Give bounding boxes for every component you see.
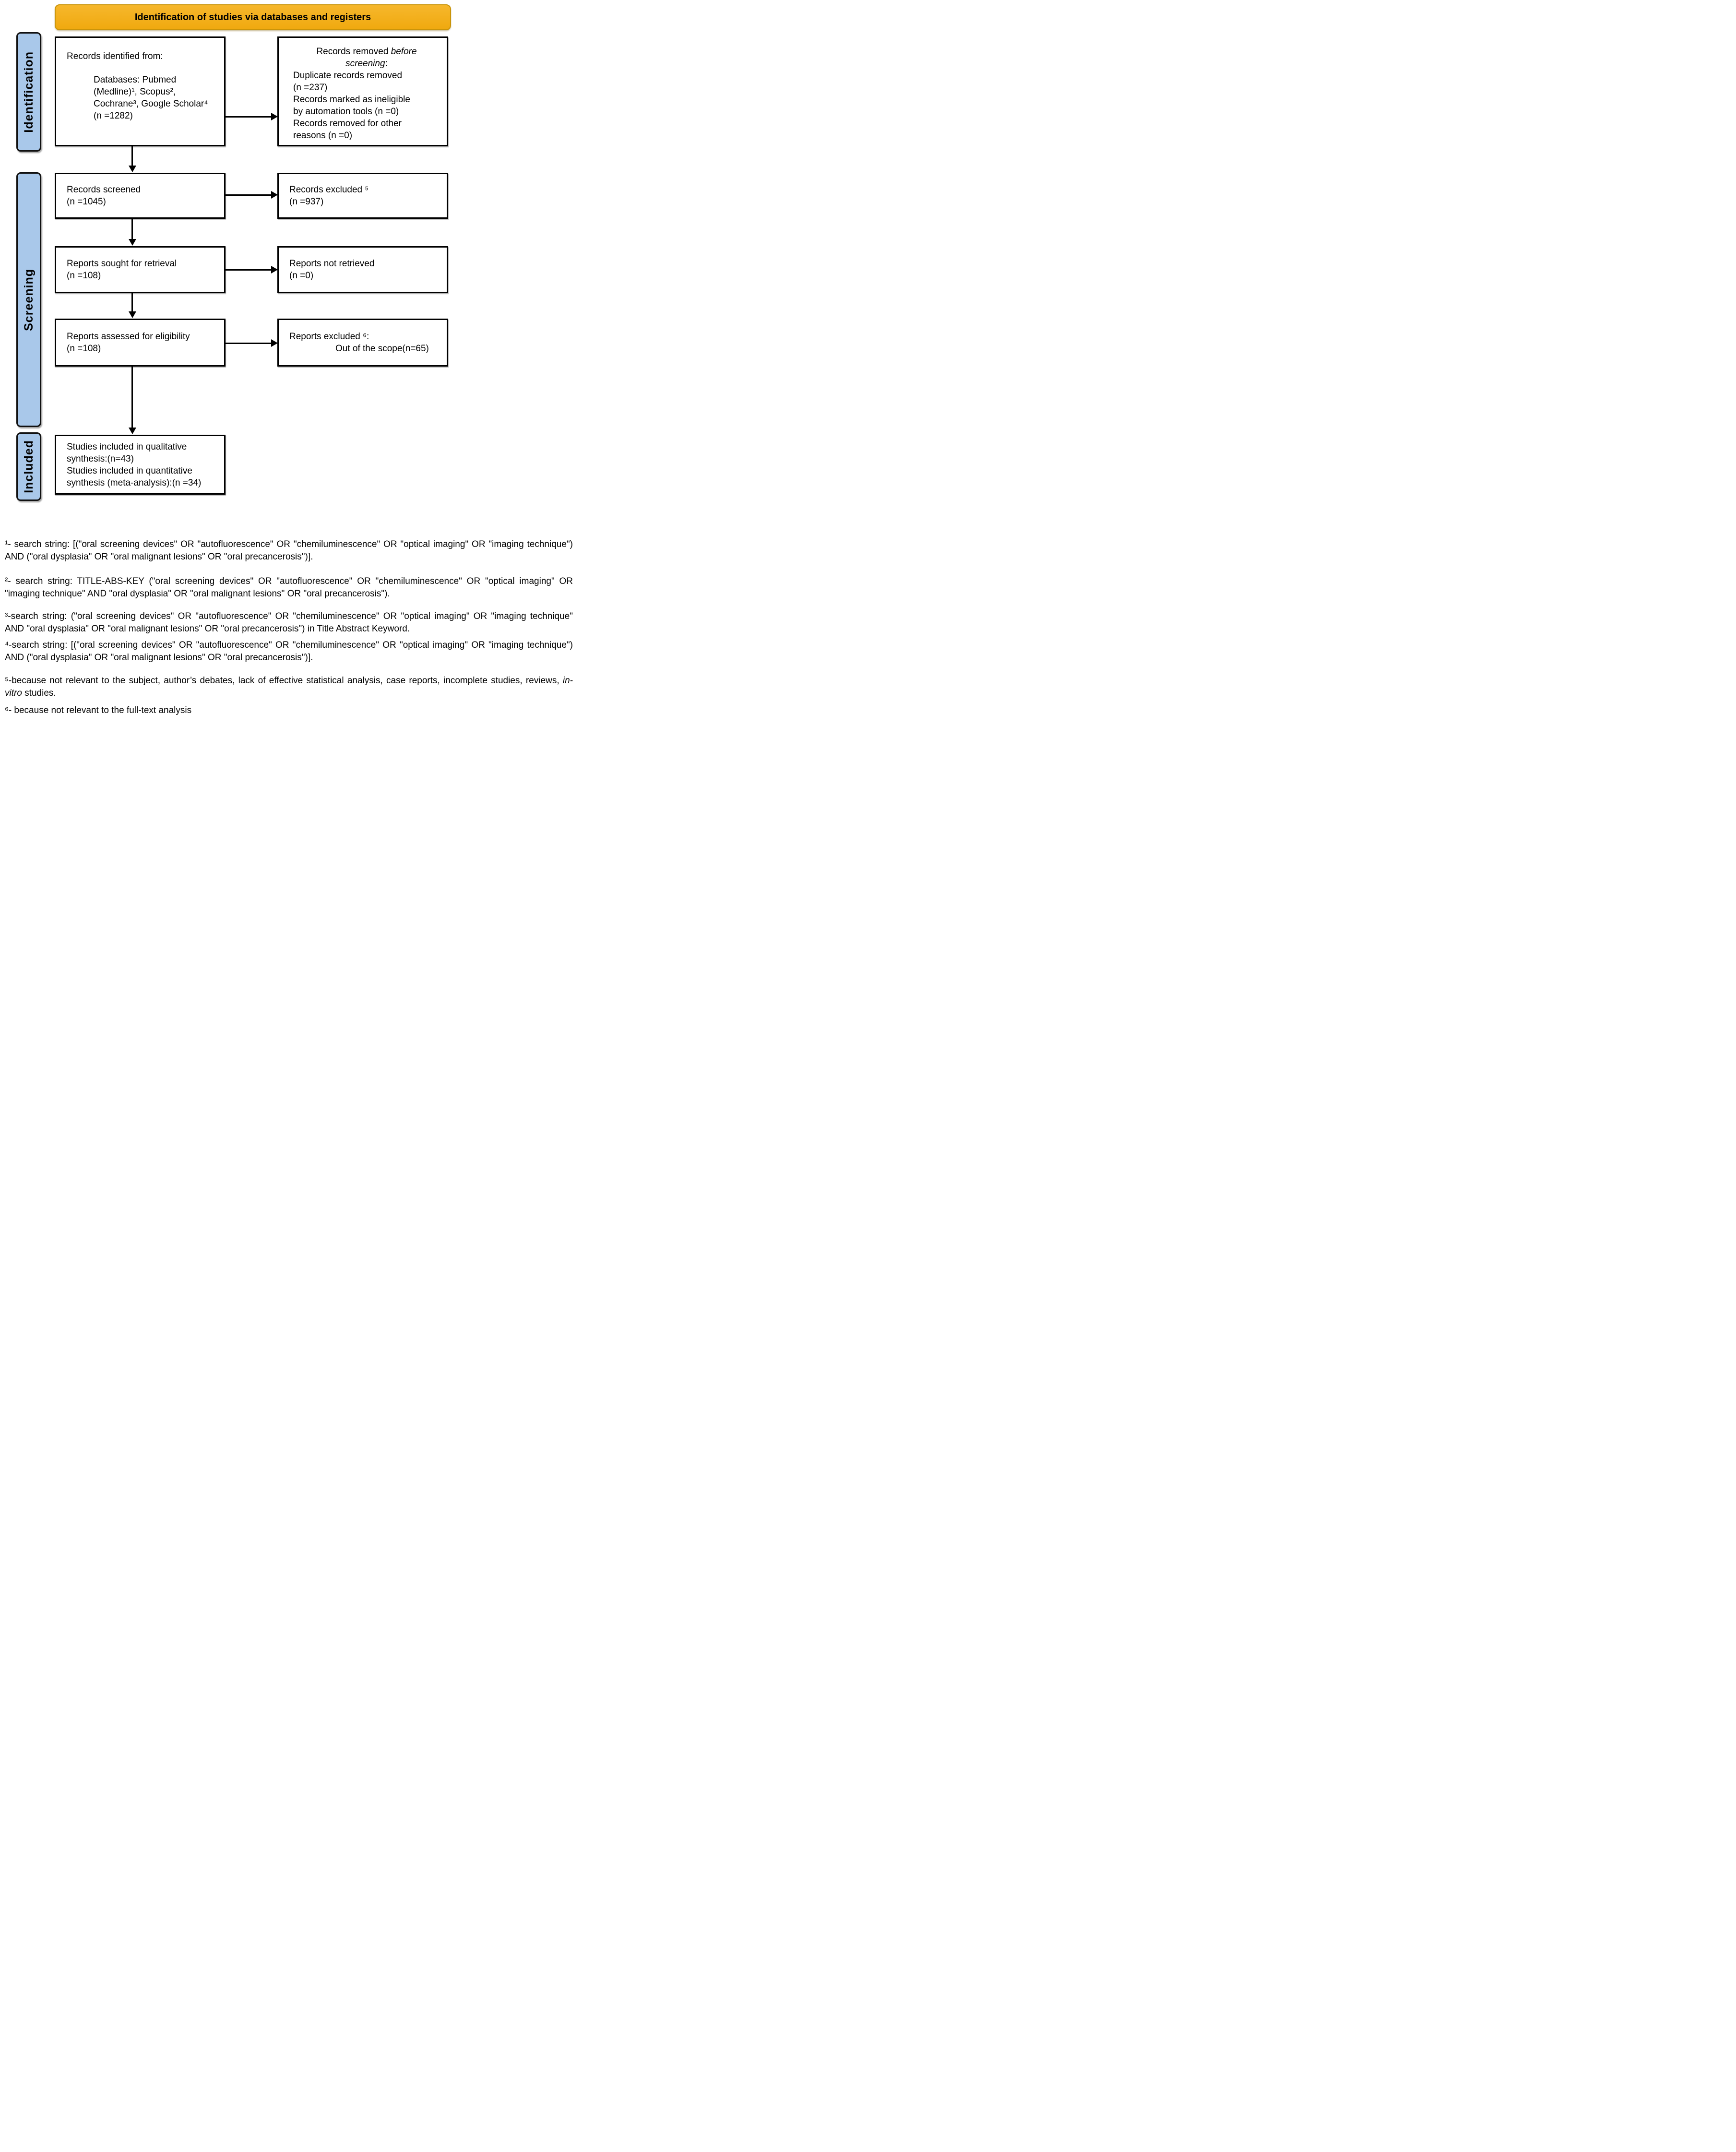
stage-label-included: Included xyxy=(16,432,41,501)
records-removed-heading-line1: Records removed before xyxy=(293,46,440,58)
stage-label-identification-text: Identification xyxy=(22,51,36,133)
box-reports-sought: Reports sought for retrieval (n =108) xyxy=(55,246,226,293)
arrow-line xyxy=(226,194,272,196)
footnote-5-pre: ⁵-because not relevant to the subject, a… xyxy=(5,676,563,686)
reports-not-retrieved-line: Reports not retrieved xyxy=(289,259,375,269)
detail-line: (n =1282) xyxy=(94,111,133,121)
reports-sought-line: Reports sought for retrieval xyxy=(67,259,177,269)
arrow-line xyxy=(226,116,272,118)
arrow-line xyxy=(226,343,272,344)
arrowhead-right-icon xyxy=(271,191,278,199)
footnote-4: ⁴-search string: [("oral screening devic… xyxy=(5,640,573,663)
reports-excluded-reason: Out of the scope(n=65) xyxy=(335,344,429,354)
title-banner-label: Identification of studies via databases … xyxy=(134,12,371,23)
arrowhead-right-icon xyxy=(271,339,278,347)
arrowhead-right-icon xyxy=(271,266,278,273)
detail-line: (Medline)¹, Scopus², xyxy=(94,87,176,97)
records-removed-line: Records removed for other xyxy=(293,119,402,129)
footnote-2: ²- search string: TITLE-ABS-KEY ("oral s… xyxy=(5,576,573,599)
detail-line: Cochrane³, Google Scholar⁴ xyxy=(94,99,208,109)
footnote-5-italic: in-vitro xyxy=(5,676,573,698)
records-removed-heading-line2: screening: xyxy=(293,58,440,70)
records-identified-heading: Records identified from: xyxy=(67,51,163,61)
footnote-5-post: studies. xyxy=(22,688,56,698)
reports-excluded-line: Reports excluded ⁶: xyxy=(289,332,369,342)
studies-included-line: synthesis (meta-analysis):(n =34) xyxy=(67,477,202,488)
footnote-6: ⁶- because not relevant to the full-text… xyxy=(5,705,192,715)
records-excluded-line: Records excluded ⁵ xyxy=(289,185,369,195)
reports-assessed-line: Reports assessed for eligibility xyxy=(67,332,190,342)
arrow-line xyxy=(131,146,133,166)
footnote-3: ³-search string: ("oral screening device… xyxy=(5,611,573,634)
reports-not-retrieved-count: (n =0) xyxy=(289,271,314,281)
box-records-screened: Records screened (n =1045) xyxy=(55,173,226,219)
box-records-identified: Records identified from: Databases: Pubm… xyxy=(55,36,226,146)
box-reports-excluded: Reports excluded ⁶: Out of the scope(n=6… xyxy=(277,319,448,367)
stage-label-screening: Screening xyxy=(16,172,41,427)
reports-assessed-count: (n =108) xyxy=(67,344,101,354)
title-banner: Identification of studies via databases … xyxy=(55,4,451,30)
records-identified-detail: Databases: Pubmed (Medline)¹, Scopus², C… xyxy=(94,74,218,122)
arrowhead-right-icon xyxy=(271,113,278,120)
arrowhead-down-icon xyxy=(129,428,136,434)
arrowhead-down-icon xyxy=(129,311,136,318)
records-removed-heading-italic: before xyxy=(391,47,417,57)
detail-line: Databases: Pubmed xyxy=(94,75,177,85)
records-removed-heading-italic2: screening xyxy=(345,59,385,69)
box-records-removed: Records removed before screening: Duplic… xyxy=(277,36,448,146)
footnote-1: ¹- search string: [("oral screening devi… xyxy=(5,539,573,562)
records-removed-heading-normal: Records removed xyxy=(316,47,391,57)
reports-sought-count: (n =108) xyxy=(67,271,101,281)
box-records-excluded: Records excluded ⁵ (n =937) xyxy=(277,173,448,219)
records-removed-line: Duplicate records removed xyxy=(293,71,403,81)
footnote-5: ⁵-because not relevant to the subject, a… xyxy=(5,675,573,700)
stage-label-screening-text: Screening xyxy=(22,268,36,331)
arrowhead-down-icon xyxy=(129,239,136,246)
studies-included-line: Studies included in quantitative xyxy=(67,465,192,476)
studies-included-line: Studies included in qualitative xyxy=(67,441,187,452)
studies-included-line: synthesis:(n=43) xyxy=(67,453,134,464)
records-removed-line: (n =237) xyxy=(293,83,328,93)
records-removed-line: Records marked as ineligible xyxy=(293,95,410,105)
records-removed-line: reasons (n =0) xyxy=(293,131,353,141)
box-reports-assessed: Reports assessed for eligibility (n =108… xyxy=(55,319,226,367)
stage-label-identification: Identification xyxy=(16,32,41,152)
arrow-line xyxy=(131,219,133,240)
box-studies-included: Studies included in qualitative synthesi… xyxy=(55,435,226,495)
records-screened-count: (n =1045) xyxy=(67,197,106,207)
records-excluded-count: (n =937) xyxy=(289,197,324,207)
arrow-line xyxy=(226,269,272,271)
arrow-line xyxy=(131,293,133,312)
arrowhead-down-icon xyxy=(129,166,136,172)
prisma-flow-diagram: Identification of studies via databases … xyxy=(0,0,579,721)
records-screened-line: Records screened xyxy=(67,185,141,195)
box-reports-not-retrieved: Reports not retrieved (n =0) xyxy=(277,246,448,293)
records-removed-line: by automation tools (n =0) xyxy=(293,107,399,117)
stage-label-included-text: Included xyxy=(22,440,36,493)
records-removed-heading-suffix: : xyxy=(385,59,388,69)
arrow-line xyxy=(131,367,133,428)
